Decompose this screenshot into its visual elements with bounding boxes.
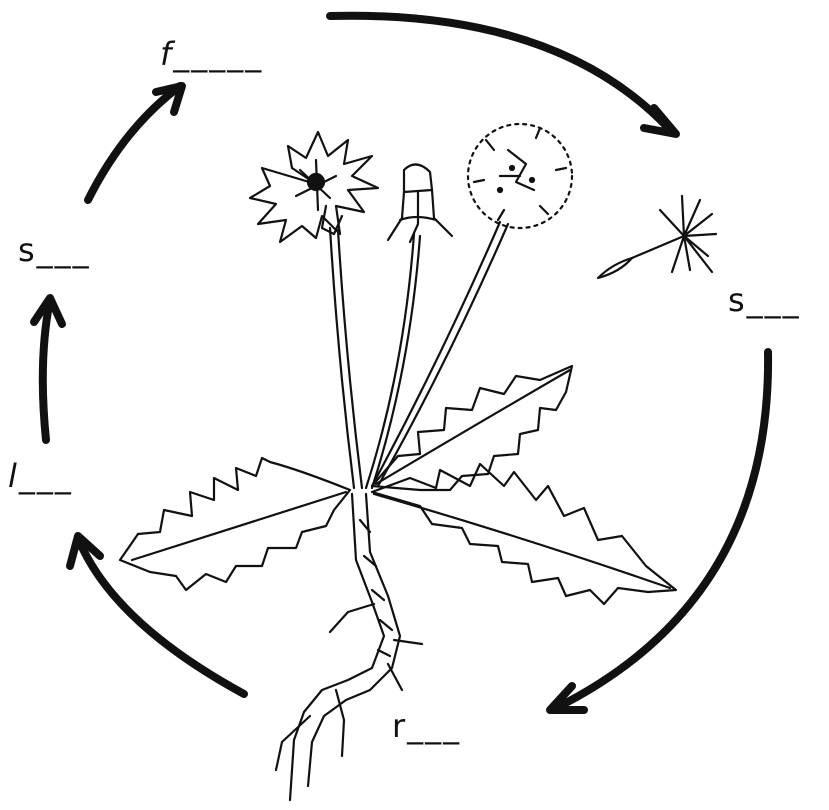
arrow-leaf-to-stem (34, 298, 62, 440)
left-leaf (120, 458, 350, 590)
root-blank-label: r___ (392, 710, 461, 742)
single-seed (598, 196, 716, 278)
dandelion-plant (120, 124, 716, 800)
arrow-stem-to-flower (88, 86, 182, 200)
arrow-seed-to-root (550, 352, 768, 710)
arrow-flower-to-seed (330, 16, 676, 134)
flower-bud (388, 164, 452, 242)
right-lower-leaf (372, 464, 676, 604)
seed-blank-label: s___ (728, 284, 801, 316)
flower-blank-label: f_____ (160, 38, 263, 70)
arrow-root-to-leaf (70, 536, 244, 694)
open-flower (250, 132, 378, 242)
stem-blank-label: s___ (18, 234, 91, 266)
seed-head (468, 124, 572, 228)
leaf-blank-label: l___ (8, 460, 73, 492)
